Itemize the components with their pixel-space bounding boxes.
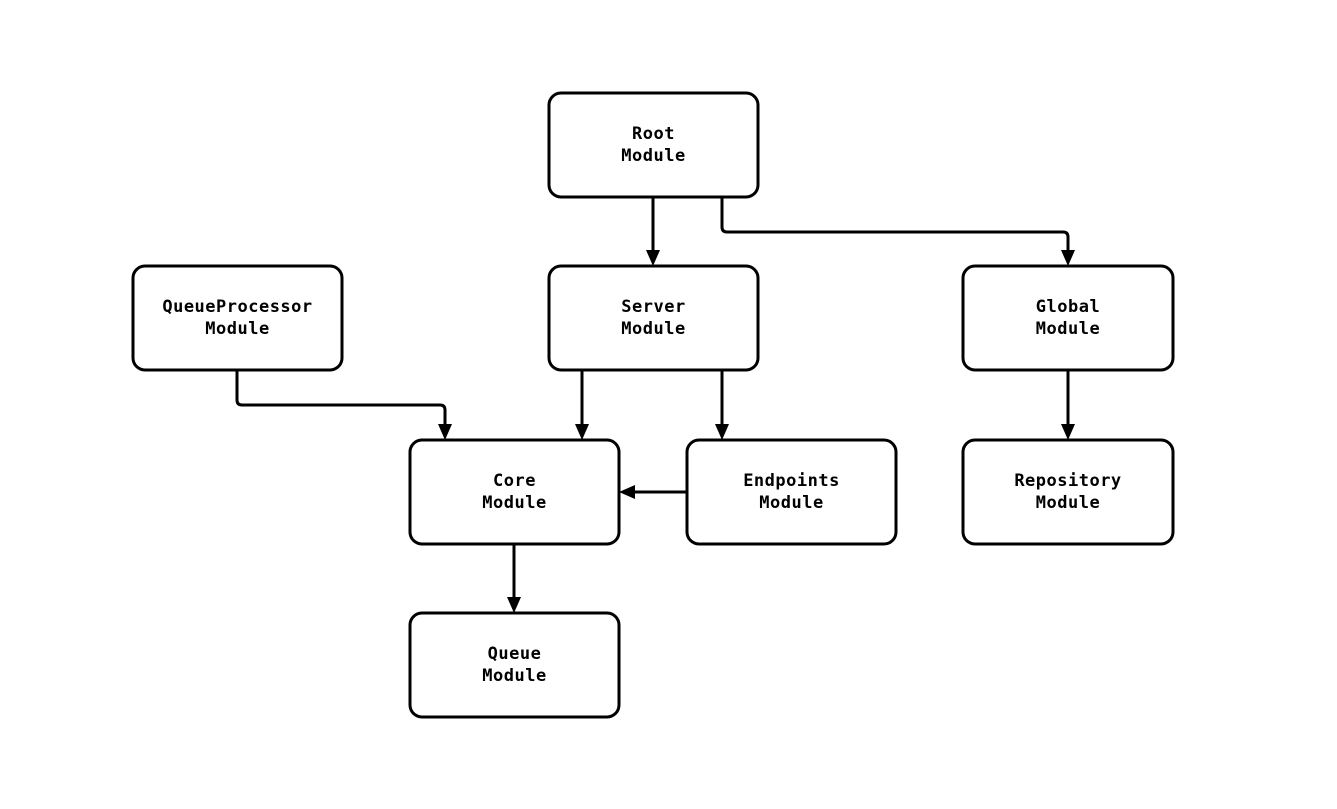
node-box[interactable] xyxy=(961,438,1175,546)
node-label-line1: Server xyxy=(621,297,685,317)
edges-layer xyxy=(235,197,1075,613)
edge-arrowhead-icon xyxy=(646,250,660,266)
edge-arrowhead-icon xyxy=(619,485,635,499)
edge-arrowhead-icon xyxy=(507,597,521,613)
node-label-line2: Module xyxy=(1036,493,1100,513)
node-label-line2: Module xyxy=(621,319,685,339)
edge-line xyxy=(235,370,447,424)
nodes-layer: RootModuleQueueProcessorModuleServerModu… xyxy=(131,91,1175,719)
node-label-line1: Repository xyxy=(1014,471,1121,491)
edge-server-to-core xyxy=(575,370,589,440)
node-box[interactable] xyxy=(961,264,1175,372)
edge-line xyxy=(720,197,1070,250)
node-label-line2: Module xyxy=(205,319,269,339)
node-box[interactable] xyxy=(685,438,898,546)
edge-arrowhead-icon xyxy=(438,424,452,440)
edge-server-to-endpoints xyxy=(715,370,729,440)
node-label-line1: Global xyxy=(1036,297,1100,317)
node-label-line2: Module xyxy=(482,666,546,686)
edge-queueprocessor-to-core xyxy=(235,370,452,440)
edge-arrowhead-icon xyxy=(575,424,589,440)
node-label-line1: Root xyxy=(632,124,675,144)
node-box[interactable] xyxy=(547,264,760,372)
edge-root-to-global xyxy=(720,197,1075,266)
node-label-line1: Endpoints xyxy=(743,471,840,491)
node-label-line2: Module xyxy=(1036,319,1100,339)
edge-root-to-server xyxy=(646,197,660,266)
node-box[interactable] xyxy=(131,264,344,372)
edge-endpoints-to-core xyxy=(619,485,687,499)
edge-global-to-repository xyxy=(1061,370,1075,440)
node-label-line1: Queue xyxy=(488,644,542,664)
edge-arrowhead-icon xyxy=(1061,424,1075,440)
node-label-line1: Core xyxy=(493,471,536,491)
node-label-line2: Module xyxy=(621,146,685,166)
node-box[interactable] xyxy=(408,438,621,546)
node-label-line2: Module xyxy=(759,493,823,513)
node-box[interactable] xyxy=(547,91,760,199)
edge-core-to-queue xyxy=(507,544,521,613)
edge-arrowhead-icon xyxy=(715,424,729,440)
node-box[interactable] xyxy=(408,611,621,719)
edge-arrowhead-icon xyxy=(1061,250,1075,266)
node-label-line1: QueueProcessor xyxy=(162,297,312,317)
node-label-line2: Module xyxy=(482,493,546,513)
